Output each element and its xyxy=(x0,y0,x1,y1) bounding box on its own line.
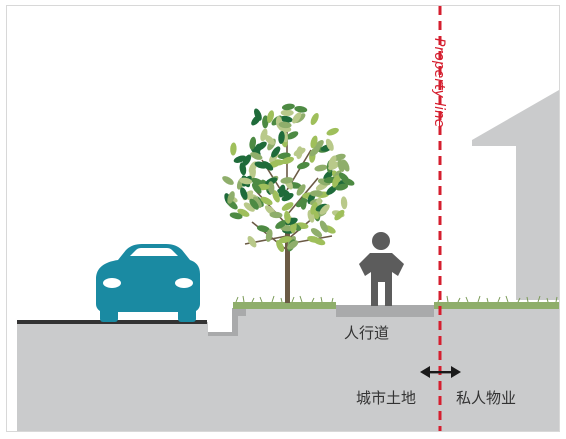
tree-leaf xyxy=(310,228,323,238)
tree-leaf xyxy=(280,177,294,184)
person-icon xyxy=(359,232,404,306)
tree-leaf xyxy=(252,196,262,208)
tree-leaf xyxy=(275,220,287,229)
tree-leaf xyxy=(265,229,273,242)
tree-leaf xyxy=(286,131,299,140)
tree-leaf xyxy=(323,170,334,181)
tree-leaf xyxy=(281,202,294,211)
tree-leaf xyxy=(337,159,345,172)
tree-leaf xyxy=(239,177,253,185)
tree-leaf xyxy=(332,175,340,188)
tree-leaf xyxy=(281,156,294,165)
grass-left xyxy=(233,302,336,309)
tree-leaf xyxy=(295,198,308,208)
tree-leaf xyxy=(314,164,328,172)
tree-leaf xyxy=(296,184,306,196)
tree-icon xyxy=(222,103,355,303)
tree-leaf xyxy=(249,198,259,210)
tree-leaf xyxy=(254,108,262,121)
tree-leaf xyxy=(233,155,247,163)
tree-leaf xyxy=(278,184,286,198)
tree-leaf xyxy=(264,134,275,145)
tree-leaf xyxy=(310,112,319,126)
tree-leaf xyxy=(319,204,330,215)
tree-leaf xyxy=(262,115,269,129)
tree-leaf xyxy=(230,142,237,156)
tree-leaf xyxy=(240,187,248,200)
tree-leaf xyxy=(254,161,268,169)
tree-leaf xyxy=(328,161,340,171)
tree-leaf xyxy=(334,209,345,221)
tree-leaf xyxy=(281,103,295,111)
tree-leaf xyxy=(309,146,320,157)
tree-leaf xyxy=(310,135,318,149)
tree-leaf xyxy=(328,155,337,168)
tree-leaf xyxy=(278,236,292,244)
tree-leaf xyxy=(260,196,273,206)
tree-leaf xyxy=(307,235,320,243)
tree-leaf xyxy=(297,161,310,170)
tree-leaf xyxy=(243,202,255,212)
city-land-label: 城市土地 xyxy=(356,389,417,407)
tree-leaf xyxy=(340,196,348,210)
tree-leaf xyxy=(281,192,294,202)
tree-leaf xyxy=(242,154,252,167)
frame-border xyxy=(6,5,560,432)
double-arrow-icon xyxy=(420,366,461,378)
tree-leaf xyxy=(293,147,306,157)
tree-leaf xyxy=(266,110,275,123)
private-property-label: 私人物业 xyxy=(456,389,517,407)
tree-leaf xyxy=(227,191,235,204)
tree-leaf xyxy=(256,225,270,233)
tree-leaf xyxy=(276,239,285,253)
tree-leaf xyxy=(326,127,339,136)
tree-leaf xyxy=(229,212,243,220)
tree-leaf xyxy=(222,176,234,185)
tree-leaf xyxy=(278,131,285,144)
tree-leaf xyxy=(272,190,280,203)
property-line-label: Property line xyxy=(431,38,447,128)
tree-leaf xyxy=(239,162,247,176)
ground xyxy=(17,308,559,431)
tree-leaf xyxy=(280,109,294,116)
tree-leaf xyxy=(335,183,349,191)
tree-leaf xyxy=(249,166,256,180)
sidewalk-label: 人行道 xyxy=(344,324,390,342)
tree-leaf xyxy=(251,182,262,194)
curb xyxy=(208,308,246,336)
tree-leaf xyxy=(309,190,323,197)
tree-leaf xyxy=(271,146,281,158)
car-icon xyxy=(96,244,200,322)
tree-leaf xyxy=(342,177,355,186)
sidewalk-slab xyxy=(336,305,434,317)
tree-leaf xyxy=(287,240,299,250)
tree-leaf xyxy=(247,235,257,248)
tree-leaf xyxy=(310,202,318,215)
tree-leaf xyxy=(249,136,257,150)
tree-leaf xyxy=(326,185,338,195)
grass-right xyxy=(434,302,559,309)
tree-leaf xyxy=(255,141,267,151)
tree-leaf xyxy=(292,112,302,124)
tree-leaf xyxy=(325,138,334,151)
tree-leaf xyxy=(294,106,308,113)
tree-leaf xyxy=(279,115,293,123)
tree-leaf xyxy=(269,211,283,219)
tree-leaf xyxy=(237,208,250,217)
house-icon xyxy=(472,90,559,300)
tree-leaf xyxy=(341,159,350,172)
tree-leaf xyxy=(278,121,292,129)
tree-leaf xyxy=(319,220,329,233)
tree-leaf xyxy=(250,152,263,160)
tree-leaf xyxy=(267,181,275,195)
tree-leaf xyxy=(284,210,291,224)
